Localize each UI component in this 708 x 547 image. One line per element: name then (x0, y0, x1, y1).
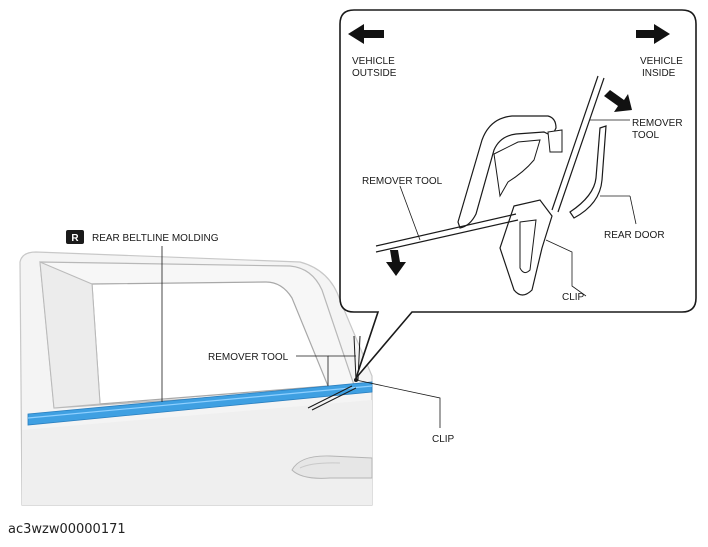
label-vehicle-outside-2: OUTSIDE (352, 68, 397, 79)
rear-door-edge (569, 125, 607, 219)
rear-beltline-molding (27, 381, 373, 426)
callout-frame (339, 9, 697, 379)
label-remover-tool-main: REMOVER TOOL (208, 352, 289, 363)
arrow-left-icon (348, 24, 384, 44)
label-vehicle-inside-2: INSIDE (642, 68, 676, 79)
arrow-right-icon (636, 24, 670, 44)
remover-tool-shaft-2 (311, 387, 357, 411)
door-handle-recess (299, 462, 341, 469)
figure-id: ac3wzw00000171 (8, 522, 126, 537)
remover-tool-left-shaft-1 (375, 213, 517, 247)
leader-remover-tool-left (399, 185, 421, 241)
molding-tab (547, 129, 563, 153)
door-handle (291, 455, 373, 479)
down-arrow-icon (386, 250, 406, 276)
molding-inner-lip (493, 139, 541, 198)
label-clip-detail: CLIP (562, 292, 585, 303)
window-opening (91, 281, 329, 405)
door-lower-shade (22, 400, 372, 505)
rear-door-illustration (19, 251, 373, 506)
main-labels: R REAR BELTLINE MOLDING REMOVER TOOL CLI… (66, 230, 455, 445)
label-rear-door: REAR DOOR (604, 230, 665, 241)
remover-tool-shaft-1 (307, 385, 353, 409)
down-right-arrow-icon (604, 90, 632, 112)
remover-tool-right-shaft-2 (557, 77, 605, 213)
leader-clip-main (355, 379, 441, 428)
label-remover-tool-right-1: REMOVER (632, 118, 683, 129)
part-badge-letter: R (71, 233, 79, 244)
label-rear-beltline-molding: REAR BELTLINE MOLDING (92, 233, 219, 244)
door-pillar (39, 261, 101, 409)
clip-inner (519, 219, 537, 274)
leader-rear-door-2 (629, 195, 637, 225)
label-clip-main: CLIP (432, 434, 455, 445)
detail-callout: VEHICLE OUTSIDE VEHICLE INSIDE REMOVER T… (339, 9, 697, 379)
remover-tool-left-shaft-2 (375, 219, 519, 253)
leader-clip-detail (545, 239, 587, 297)
remover-tool-vertical-1 (353, 335, 357, 381)
label-remover-tool-right-2: TOOL (632, 130, 659, 141)
label-remover-tool-left: REMOVER TOOL (362, 176, 443, 187)
label-vehicle-outside-1: VEHICLE (352, 56, 395, 67)
part-badge (66, 230, 84, 244)
label-vehicle-inside-1: VEHICLE (640, 56, 683, 67)
molding-highlight (27, 385, 373, 419)
remover-tool-right-shaft-1 (551, 75, 599, 211)
